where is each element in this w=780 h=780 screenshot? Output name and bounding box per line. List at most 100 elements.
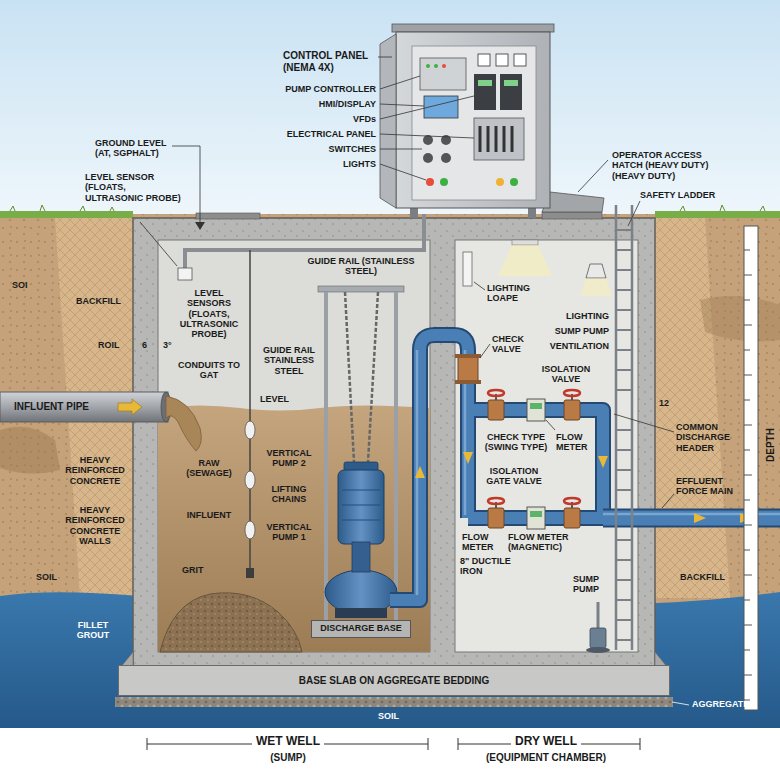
callout-label: 8" DUCTILE IRON xyxy=(460,556,530,577)
sky-ground xyxy=(0,0,780,214)
control-panel xyxy=(478,80,492,86)
callout-label: INFLUENT PIPE xyxy=(14,401,89,413)
leader-lines xyxy=(140,57,689,705)
control-panel xyxy=(380,34,396,208)
control-panel xyxy=(423,153,433,163)
callout-label: SUMP PUMP xyxy=(555,326,609,336)
discharge-piping xyxy=(455,380,481,384)
control-panel xyxy=(480,126,512,152)
control-panel xyxy=(396,32,550,208)
dry-well-equipment xyxy=(616,230,632,640)
concrete-structure xyxy=(158,240,430,652)
guide-rails-and-pump xyxy=(342,490,380,520)
leader-lines xyxy=(480,344,490,358)
callout-label: CONDUITS TO GAT xyxy=(177,360,241,381)
callout-label: VENTILATION xyxy=(550,341,609,351)
callout-label: VERTICAL PUMP 2 xyxy=(257,448,321,469)
sky-ground xyxy=(655,211,780,218)
callout-label: LEVEL SENSOR (FLOATS, ULTRASONIC PROBE) xyxy=(85,172,185,203)
discharge-piping xyxy=(458,356,478,382)
guide-rails-and-pump xyxy=(318,286,404,292)
callout-label: BACKFILL xyxy=(680,572,725,582)
wet-well-contents xyxy=(245,421,255,439)
depth-scale xyxy=(744,250,752,700)
callout-label: PUMP CONTROLLER xyxy=(285,84,376,94)
guide-rails-and-pump xyxy=(368,292,378,462)
dry-well-equipment xyxy=(590,628,606,648)
callout-label: VFDs xyxy=(353,114,376,124)
callout-label: FLOW METER (MAGNETIC) xyxy=(508,532,592,553)
dry-well-equipment xyxy=(586,264,606,278)
control-panel xyxy=(412,46,536,200)
control-panel xyxy=(442,64,446,68)
discharge-piping xyxy=(463,452,473,464)
discharge-piping xyxy=(488,508,504,528)
wet-well-contents xyxy=(166,396,201,451)
callout-label: GUIDE RAIL STAINLESS STEEL xyxy=(257,345,321,376)
callout-label: SWITCHES xyxy=(328,144,376,154)
callout-label: (EQUIPMENT CHAMBER) xyxy=(482,752,610,764)
callout-label: CONTROL PANEL (NEMA 4X) xyxy=(283,50,375,73)
discharge-piping xyxy=(488,390,504,396)
callout-label: 12 xyxy=(659,398,669,408)
leader-lines xyxy=(380,76,474,180)
leader-lines xyxy=(140,222,177,266)
callout-label: ISOLATION GATE VALVE xyxy=(478,466,550,487)
discharge-piping xyxy=(564,390,580,396)
discharge-piping xyxy=(527,507,545,529)
concrete-structure xyxy=(115,192,673,707)
control-panel xyxy=(420,58,466,90)
discharge-piping xyxy=(694,513,706,523)
callout-label: ELECTRICAL PANEL xyxy=(287,129,376,139)
concrete-structure xyxy=(196,213,260,219)
wet-well-contents xyxy=(178,268,192,280)
discharge-piping xyxy=(488,400,504,420)
dry-well-equipment xyxy=(586,647,610,653)
callout-label: SOIL xyxy=(36,572,57,582)
callout-label: ROIL xyxy=(98,340,120,350)
discharge-base-box: DISCHARGE BASE xyxy=(311,620,411,638)
guide-rails-and-pump xyxy=(338,470,384,544)
callout-label: COMMON DISCHARGE HEADER xyxy=(676,422,742,453)
callout-label: VERTICAL PUMP 1 xyxy=(257,522,321,543)
sky-ground xyxy=(0,427,60,474)
callout-label: RAW (SEWAGE) xyxy=(177,458,241,479)
discharge-piping xyxy=(488,498,504,504)
leader-lines xyxy=(546,420,555,430)
discharge-piping xyxy=(390,335,780,600)
callout-label: (SUMP) xyxy=(266,752,310,764)
callout-label: INFLUENT xyxy=(177,510,241,520)
control-panel xyxy=(434,64,438,68)
discharge-piping xyxy=(390,335,603,600)
control-panel xyxy=(474,74,496,110)
node-text: DISCHARGE BASE xyxy=(320,624,402,634)
control-panel xyxy=(441,153,451,163)
callout-label: SUMP PUMP xyxy=(566,574,606,595)
callout-label: SOI xyxy=(12,280,28,290)
discharge-piping xyxy=(530,511,542,517)
callout-label: SOIL xyxy=(378,711,399,721)
callout-label: SAFETY LADDER xyxy=(640,190,715,200)
discharge-piping xyxy=(390,335,603,600)
control-panel xyxy=(514,54,526,66)
control-panel xyxy=(504,80,518,86)
wet-well-contents xyxy=(118,399,142,415)
callout-label: 6 xyxy=(142,340,147,350)
callout-label: LIGHTS xyxy=(343,159,376,169)
callout-label: GRIT xyxy=(182,565,204,575)
leader-lines xyxy=(578,160,608,192)
callout-label: GROUND LEVEL (AT, SGPHALT) xyxy=(95,138,175,159)
dry-well-equipment xyxy=(616,205,632,650)
control-panel xyxy=(496,178,504,186)
control-panel xyxy=(510,178,518,186)
concrete-structure xyxy=(133,218,655,668)
wet-well-contents xyxy=(160,593,302,652)
control-panel xyxy=(474,118,524,160)
control-panel xyxy=(426,178,434,186)
leader-lines xyxy=(378,57,392,58)
callout-label: FILLET GROUT xyxy=(68,620,118,641)
wet-well-contents xyxy=(246,568,254,578)
wet-well-contents xyxy=(0,392,168,422)
callout-label: WET WELL xyxy=(252,735,324,749)
